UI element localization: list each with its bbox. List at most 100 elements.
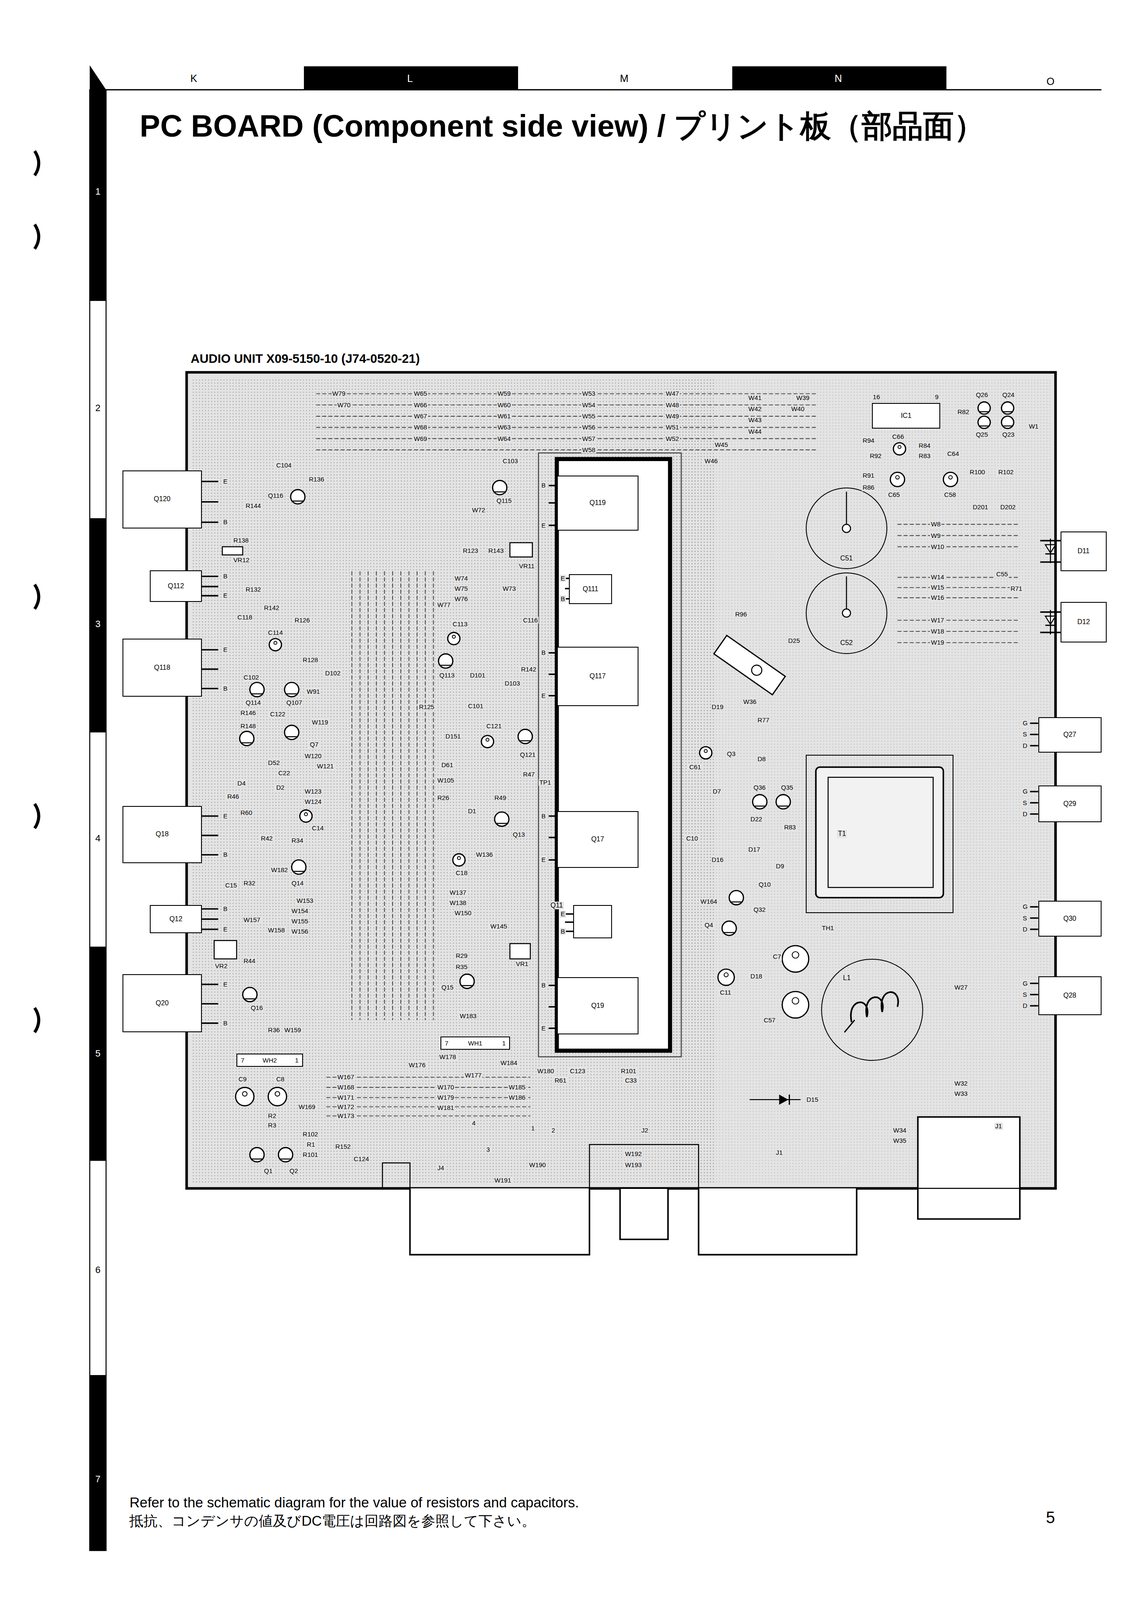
transistor-symbol [278, 1147, 293, 1162]
capacitor-symbol [699, 746, 712, 759]
component-lead [565, 930, 574, 932]
component-label: W119 [311, 718, 330, 726]
component-label: W158 [267, 926, 286, 934]
pin-label: S [1021, 991, 1028, 999]
transistor-symbol [1001, 401, 1015, 414]
component-label: W164 [699, 897, 718, 906]
component-label: W46 [703, 457, 719, 465]
component-label: 9 [934, 393, 940, 401]
connector-outline [918, 1116, 1021, 1219]
transistor-flat [251, 693, 263, 694]
component-label: C58 [943, 491, 957, 499]
grid-row-band [89, 946, 106, 1161]
component-label: W172 [336, 1102, 356, 1111]
pin-label: D [1021, 1002, 1029, 1010]
component-label: C9 [237, 1075, 248, 1083]
component-label: W178 [438, 1052, 458, 1061]
transistor-box: Q111 [568, 574, 612, 604]
jumper-wire [897, 619, 1021, 621]
margin-mark [34, 151, 39, 176]
component-label: C104 [275, 461, 293, 469]
component-label: 16 [871, 393, 881, 401]
transformer-core [827, 777, 933, 888]
component-label: R77 [756, 716, 771, 724]
component-label: W51 [664, 423, 680, 432]
grid-row-number: 6 [95, 1264, 101, 1275]
part-name: D12 [1076, 617, 1091, 626]
part-name: 1 [294, 1056, 300, 1064]
component-label: C103 [501, 457, 519, 465]
transistor-symbol [239, 731, 254, 746]
pin-label: E [222, 925, 229, 933]
component-label: Q10 [757, 880, 772, 888]
component-label: C10 [685, 834, 700, 843]
capacitor-symbol [304, 812, 308, 816]
component-label: Q13 [512, 830, 526, 838]
component-label: W136 [475, 851, 494, 859]
diode-box: D11 [1060, 531, 1107, 572]
capacitor-symbol [274, 641, 277, 645]
component-lead [548, 673, 557, 675]
capacitor-symbol [486, 737, 490, 741]
component-label: C101 [466, 702, 484, 710]
component-label: D22 [749, 815, 764, 823]
margin-mark [34, 1007, 39, 1032]
part-name: Q111 [581, 585, 600, 593]
jumper-wire [351, 571, 353, 1020]
jumper-wire [367, 571, 369, 1020]
component-lead [201, 668, 219, 670]
component-label: C123 [568, 1067, 586, 1075]
component-label: R32 [242, 879, 257, 887]
component-label: Q26 [974, 391, 989, 399]
pin-label: E [222, 980, 229, 989]
part-name: Q18 [154, 830, 170, 838]
component-label: Q25 [974, 431, 989, 439]
pin-label: G [1021, 719, 1029, 727]
component-label: R148 [239, 722, 257, 730]
capacitor-symbol [300, 809, 313, 823]
board-texture [673, 377, 1051, 1184]
component-label: Q114 [244, 699, 262, 707]
jumper-wire [897, 641, 1021, 643]
component-label: C122 [269, 710, 287, 718]
component-label: W57 [581, 434, 597, 443]
transistor-symbol [438, 653, 453, 668]
component-label: R144 [244, 502, 262, 510]
component-label: W66 [413, 401, 429, 409]
component-label: W60 [496, 401, 512, 409]
part-name: Q29 [1062, 799, 1077, 808]
jumper-wire [316, 415, 817, 417]
jumper-wire [897, 535, 1021, 537]
capacitor-symbol [782, 991, 809, 1018]
component-label: D201 [971, 503, 989, 511]
transistor-flat [1002, 411, 1013, 412]
component-label: W137 [448, 889, 467, 897]
component-lead [1029, 982, 1038, 984]
grid-row-band [89, 89, 106, 301]
component-label: TH1 [821, 924, 835, 932]
pin-label: B [222, 685, 229, 693]
capacitor-symbol [893, 442, 906, 455]
pin-label: B [540, 649, 547, 657]
component-label: R83 [783, 823, 797, 831]
board-outline [186, 372, 1056, 1189]
pin-label: E [222, 812, 229, 820]
component-label: W176 [408, 1061, 427, 1069]
component-label: R82 [956, 408, 971, 416]
capacitor-outline: C51 [805, 487, 888, 569]
transistor-flat [251, 1158, 263, 1160]
component-label: R1 [306, 1140, 316, 1149]
jumper-wire [326, 1096, 531, 1098]
diode-box: D12 [1060, 601, 1107, 643]
capacitor-symbol [457, 856, 461, 860]
component-label: W49 [664, 412, 680, 420]
grid-row-number: 7 [95, 1473, 101, 1484]
ic-outline: IC1 [871, 402, 941, 429]
component-label: W68 [413, 423, 429, 432]
grid-column-letter: M [619, 72, 629, 85]
component-label: W67 [413, 412, 429, 420]
capacitor-symbol [948, 475, 953, 479]
part-name: WH2 [261, 1056, 278, 1064]
margin-mark [34, 584, 39, 609]
